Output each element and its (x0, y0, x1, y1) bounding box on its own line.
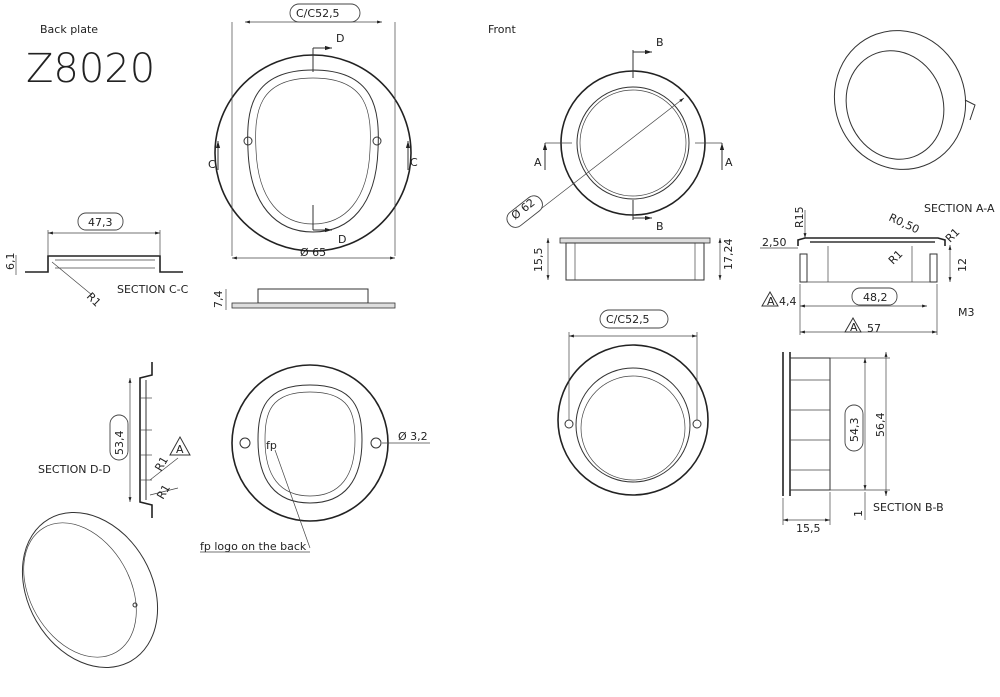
section-bb-inner: 54,3 (848, 418, 861, 443)
model-number: Z8020 (26, 46, 155, 92)
section-b-bottom-label: B (656, 220, 664, 233)
section-bb-lip: 1 (852, 510, 865, 517)
section-a-right-label: A (725, 156, 733, 169)
section-aa-marker-2: A (850, 321, 858, 334)
section-bb-view (782, 352, 890, 525)
logo-note: fp logo on the back (200, 540, 307, 553)
back-plate-back-view (200, 364, 430, 553)
front-back-view (557, 309, 709, 496)
section-aa-label: SECTION A-A (924, 202, 995, 215)
front-cc-dimension: C/C52,5 (606, 313, 650, 326)
back-diameter: Ø 65 (300, 246, 326, 259)
hole-diameter: Ø 3,2 (398, 430, 428, 443)
section-dd-view (109, 362, 191, 518)
section-aa-height: 12 (956, 258, 969, 272)
back-plate-front-view (214, 3, 412, 260)
front-3d-view (833, 30, 976, 170)
front-side-view (546, 237, 722, 281)
section-cc-width: 47,3 (88, 216, 113, 229)
section-c-left-label: C (208, 158, 216, 171)
section-b-top-label: B (656, 36, 664, 49)
fp-logo: fp (266, 439, 277, 452)
section-dd-label: SECTION D-D (38, 463, 111, 476)
section-aa-thread: M3 (958, 306, 975, 319)
section-dd-radius-2: R1 (154, 482, 173, 501)
section-bb-depth: 15,5 (796, 522, 821, 535)
section-cc-height: 6,1 (4, 253, 17, 271)
section-cc-radius: R1 (84, 290, 104, 310)
section-aa-r1-inner: R1 (886, 248, 906, 268)
back-cc-dimension: C/C52,5 (296, 7, 340, 20)
section-aa-r050: R0,50 (887, 211, 922, 236)
side-thickness: 7,4 (212, 291, 225, 309)
front-side-left: 15,5 (532, 248, 545, 273)
section-aa-outer: 57 (867, 322, 881, 335)
section-aa-offset: 4,4 (779, 295, 797, 308)
section-c-right-label: C (410, 156, 418, 169)
section-aa-r1-right: R1 (943, 226, 963, 246)
section-d-top-label: D (336, 32, 344, 45)
section-a-left-label: A (534, 156, 542, 169)
section-aa-lip: 2,50 (762, 236, 787, 249)
back-plate-3d-view (21, 512, 159, 668)
back-plate-side-view (225, 288, 396, 310)
section-d-bottom-label: D (338, 233, 346, 246)
section-cc-view (15, 212, 183, 296)
front-caption: Front (488, 23, 517, 36)
section-bb-label: SECTION B-B (873, 501, 944, 514)
section-aa-inner: 48,2 (863, 291, 888, 304)
section-dd-radius-1: R1 (152, 454, 171, 473)
front-view (506, 49, 725, 228)
section-aa-r15: R15 (793, 206, 806, 228)
section-dd-height: 53,4 (113, 431, 126, 456)
front-side-right: 17,24 (722, 239, 735, 271)
section-bb-outer: 56,4 (874, 413, 887, 438)
back-plate-caption: Back plate (40, 23, 98, 36)
section-aa-view (760, 210, 952, 335)
section-cc-label: SECTION C-C (117, 283, 189, 296)
section-aa-marker-1: A (767, 295, 775, 308)
section-dd-marker: A (176, 443, 184, 456)
